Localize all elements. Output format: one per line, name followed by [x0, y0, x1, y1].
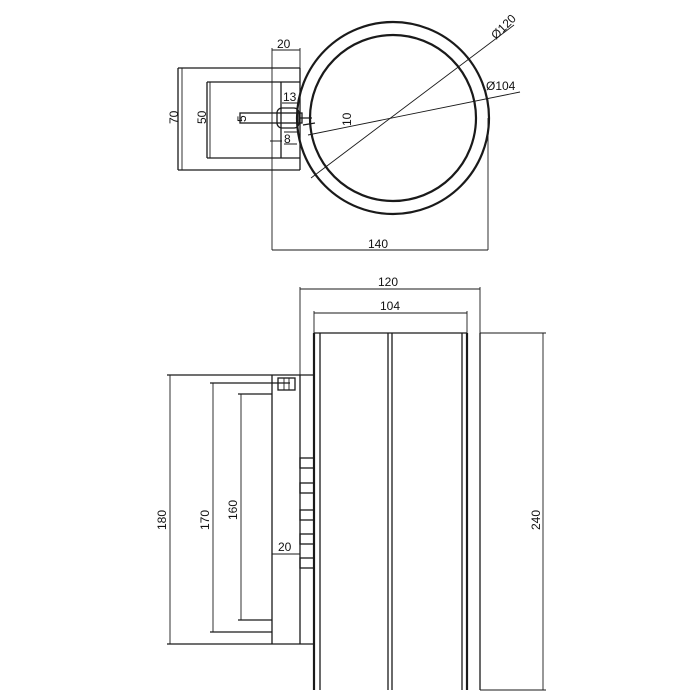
label-20-side: 20 [278, 540, 292, 554]
label-diameter-104: Ø104 [486, 79, 516, 93]
bracket-plate [280, 68, 301, 170]
shelf-panel [167, 374, 314, 645]
rod [239, 112, 303, 124]
label-8: 8 [284, 132, 291, 146]
label-50: 50 [195, 110, 209, 124]
diameter-120-leader [310, 24, 515, 179]
label-140: 140 [368, 237, 388, 251]
side-view: 120 104 180 170 160 20 240 [155, 275, 546, 691]
hinge-3 [299, 509, 315, 521]
label-240: 240 [529, 510, 543, 530]
label-diameter-120: Ø120 [488, 11, 519, 42]
shelf-clamp [277, 377, 296, 391]
extension-lines-top [271, 48, 489, 250]
outer-ring [295, 20, 491, 216]
extension-lines-side [299, 287, 546, 691]
label-13: 13 [283, 90, 297, 104]
shelf-inner-160 [238, 393, 272, 621]
top-view: 20 Ø120 Ø104 70 50 13 5 10 8 140 [167, 11, 521, 251]
label-104: 104 [380, 299, 400, 313]
label-120: 120 [378, 275, 398, 289]
door-split [387, 333, 393, 690]
hinge-2 [299, 482, 315, 494]
shelf-inner-outline [206, 81, 300, 159]
shelf-clamp-detail [283, 378, 290, 390]
label-5: 5 [235, 115, 249, 122]
label-20-top: 20 [277, 37, 291, 51]
hinge-1 [299, 457, 315, 469]
label-180: 180 [155, 510, 169, 530]
rod-connect [300, 117, 316, 126]
shelf-inner-170 [210, 382, 290, 633]
label-70: 70 [167, 110, 181, 124]
cylinder-inner-walls [319, 333, 463, 690]
label-170: 170 [198, 510, 212, 530]
shelf-outer-outline [177, 67, 300, 171]
label-10: 10 [340, 112, 354, 126]
hinge-5 [299, 557, 315, 569]
clamp-details [270, 102, 299, 145]
hinge-4 [299, 533, 315, 545]
diameter-104-leader [307, 91, 521, 136]
clamp [276, 107, 300, 129]
label-160: 160 [226, 500, 240, 520]
cylinder-outer-walls [312, 333, 469, 690]
